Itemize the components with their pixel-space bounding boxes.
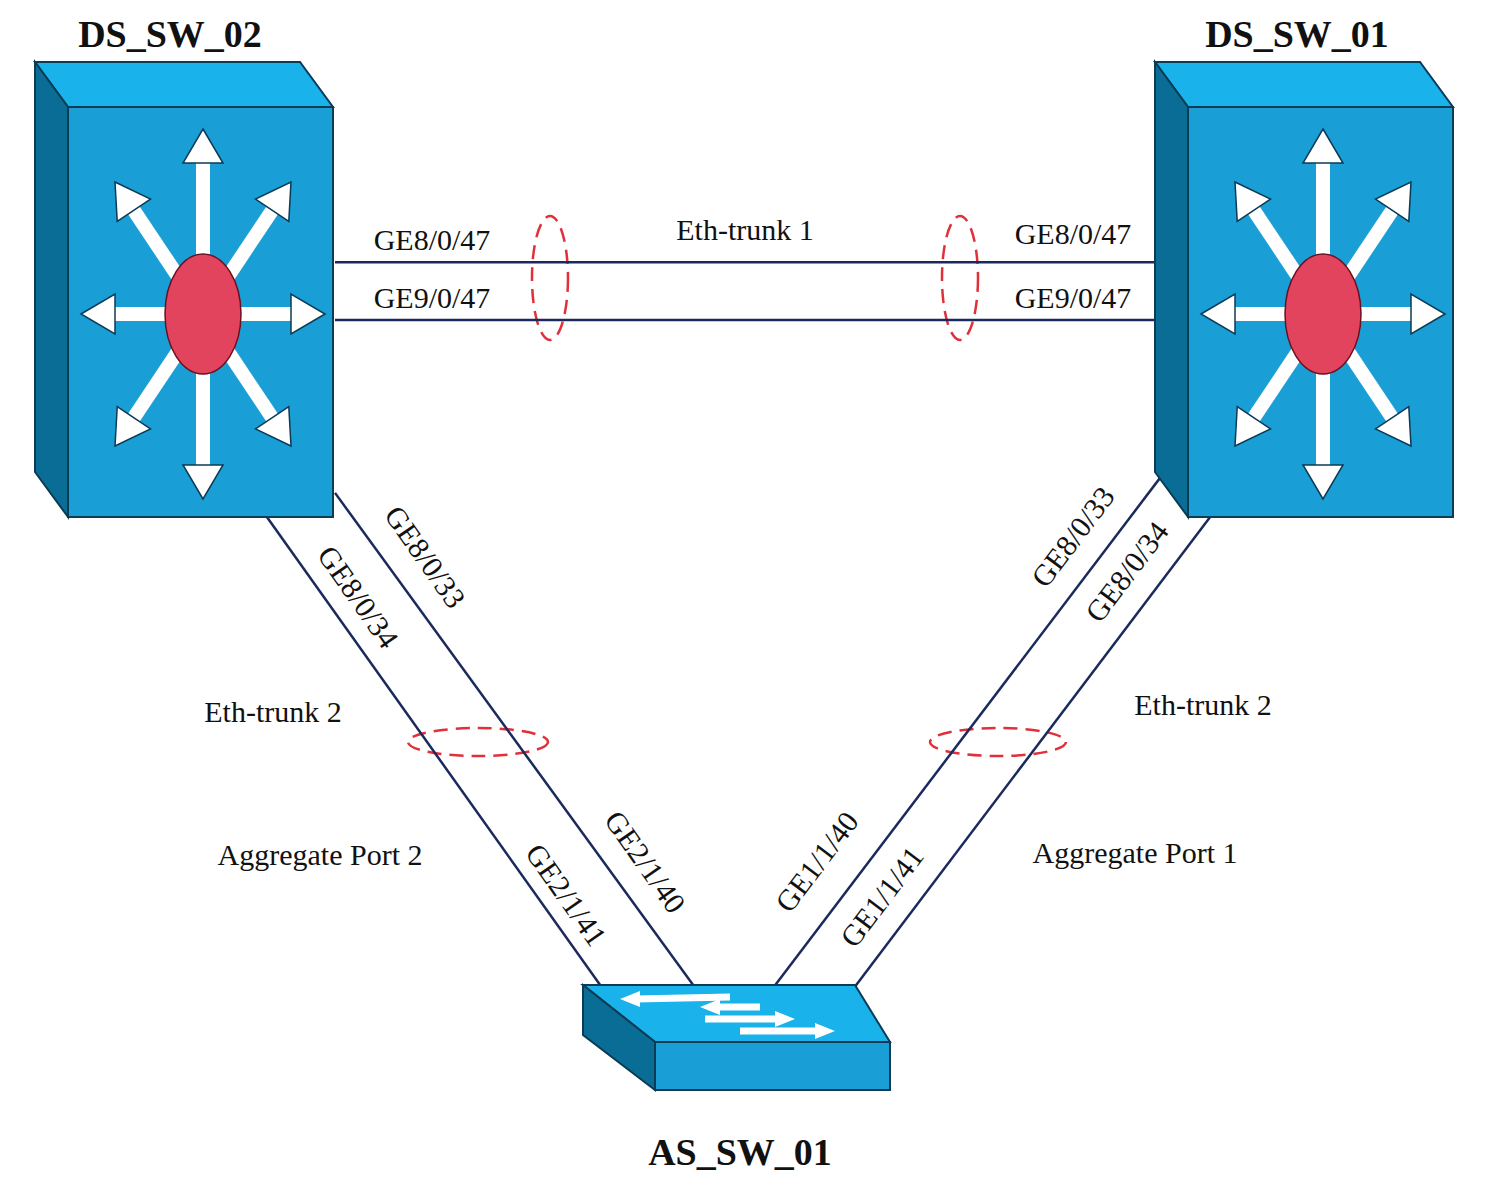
- switch-side-face: [1155, 62, 1188, 517]
- switch-side-face: [35, 62, 68, 517]
- bundle-name: Eth-trunk 2: [1131, 689, 1274, 721]
- bundle-name: Eth-trunk 1: [673, 214, 816, 246]
- device-name: AS_SW_01: [648, 1130, 832, 1174]
- device-name: DS_SW_02: [78, 12, 262, 56]
- arrow-symbol: [700, 999, 760, 1015]
- bundle-ellipse: [930, 728, 1066, 756]
- port-name: GE8/0/47: [371, 224, 494, 256]
- port-name: GE1/1/41: [832, 838, 931, 955]
- switch-front-face: [1188, 107, 1453, 517]
- arrow-head: [1303, 465, 1343, 499]
- arrow-head: [1201, 294, 1235, 334]
- port-name: GE8/0/33: [377, 498, 474, 617]
- router-core: [165, 254, 241, 374]
- arrow-symbol: [740, 1023, 835, 1039]
- arrow-head: [115, 407, 151, 446]
- arrow-head: [1235, 182, 1271, 221]
- link-line: [845, 517, 1210, 1000]
- link-line: [335, 493, 693, 985]
- device-name: DS_SW_01: [1205, 12, 1389, 56]
- link-line: [335, 261, 1155, 264]
- arrow-head: [183, 129, 223, 163]
- arrow-symbol: [705, 1011, 795, 1027]
- switch-icon: [1155, 62, 1453, 517]
- switch-top-face: [1155, 62, 1453, 107]
- arrow-head: [1375, 407, 1411, 446]
- switch-icon: [35, 62, 335, 517]
- bundle-ellipse: [408, 728, 548, 756]
- bundle-ellipse: [942, 216, 978, 340]
- arrow-symbol: [1201, 129, 1445, 499]
- arrow-head: [81, 294, 115, 334]
- arrow-symbol: [81, 129, 325, 499]
- arrow-head: [255, 182, 291, 221]
- arrow-head: [115, 182, 151, 221]
- arrow-head: [1235, 407, 1271, 446]
- arrow-head: [255, 407, 291, 446]
- bundle-name: Eth-trunk 2: [201, 696, 344, 728]
- switch-top-face: [35, 62, 333, 107]
- switch-front-face: [68, 107, 333, 517]
- port-name: GE2/1/40: [597, 803, 694, 922]
- bundle-name: Aggregate Port 2: [215, 839, 426, 871]
- arrow-head: [1411, 294, 1445, 334]
- arrow-head: [183, 465, 223, 499]
- arrow-head: [1375, 182, 1411, 221]
- bundle-name: Aggregate Port 1: [1030, 837, 1241, 869]
- arrow-head: [1303, 129, 1343, 163]
- port-name: GE8/0/47: [1012, 218, 1135, 250]
- link-line: [335, 319, 1155, 322]
- port-name: GE9/0/47: [371, 282, 494, 314]
- core-switch: DS_SW_01: [1155, 62, 1453, 517]
- switch-front-face: [655, 1042, 890, 1090]
- switch-icon: [580, 985, 890, 1090]
- port-name: GE1/1/40: [767, 803, 866, 920]
- router-core: [1285, 254, 1361, 374]
- bundle-ellipse: [532, 216, 568, 340]
- core-switch: DS_SW_02: [35, 62, 335, 517]
- access-switch: AS_SW_01: [580, 985, 890, 1090]
- link-line: [775, 478, 1160, 985]
- arrow-head: [291, 294, 325, 334]
- port-name: GE9/0/47: [1012, 282, 1135, 314]
